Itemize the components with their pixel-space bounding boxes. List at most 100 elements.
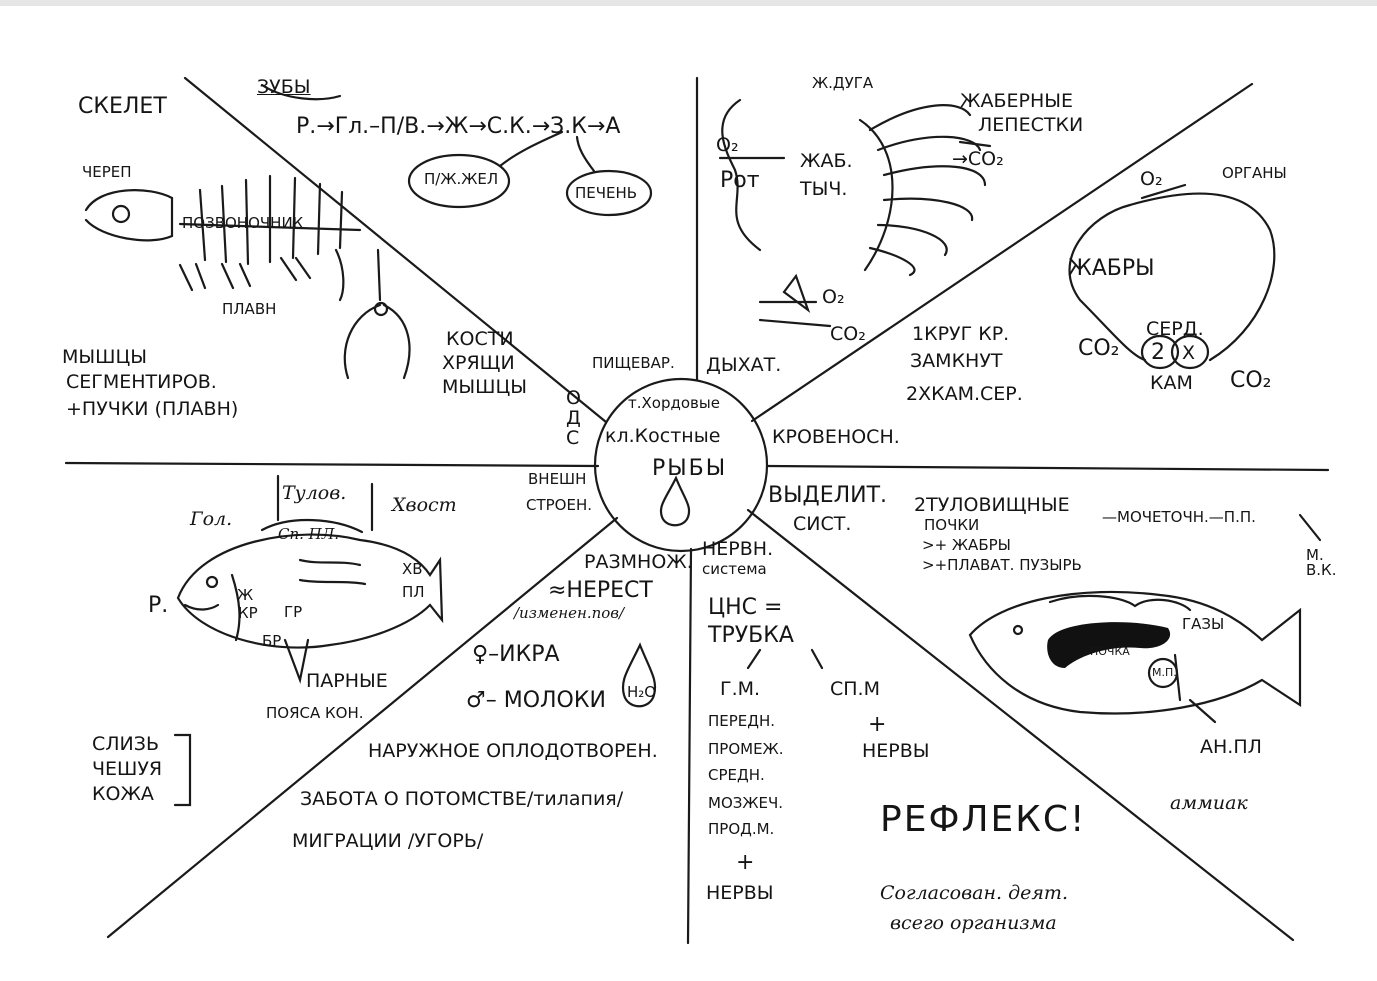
gas-arrows (758, 300, 832, 328)
label-external-2: СТРОЕН. (526, 496, 593, 514)
anal-fin-label: АН.ПЛ (1200, 736, 1262, 758)
gill-co2: →CO₂ (952, 148, 1004, 170)
label-reproduction: РАЗМНОЖ. (584, 551, 693, 573)
stomach-mark: Ж (237, 586, 254, 604)
ray-upper-right (750, 82, 1254, 423)
skeleton-ribs (198, 174, 344, 266)
label-breathing: ДЫХАТ. (706, 354, 782, 376)
tail-fin-mark: ХВ (402, 560, 423, 578)
skeleton-label: СКЕЛЕТ (78, 94, 167, 119)
skull-label: ЧЕРЕП (82, 163, 132, 181)
nerves-2: НЕРВЫ (862, 740, 930, 762)
water-label: H₂O (627, 683, 657, 701)
kr-mark: КР (238, 604, 258, 622)
kidneys-1: 2ТУЛОВИЩНЫЕ (914, 494, 1070, 516)
label-ods: О Д С (566, 387, 581, 449)
circ-o2: O₂ (1140, 168, 1163, 190)
scale-lines (298, 558, 367, 586)
center-circle (593, 377, 769, 553)
fertilization: НАРУЖНОЕ ОПЛОДОТВОРЕН. (368, 740, 658, 762)
mucus-label: СЛИЗЬ (92, 733, 159, 755)
skeleton-fins (178, 256, 312, 292)
bones-3: МЫШЦЫ (442, 376, 527, 398)
brain-part-3: СРЕДН. (708, 766, 765, 784)
gill-rakers-1: ЖАБ. (800, 150, 853, 172)
skeleton-eye (111, 204, 131, 224)
label-circulatory: КРОВЕНОСН. (772, 426, 900, 448)
fish-body (176, 533, 444, 649)
circ-right (1128, 192, 1276, 362)
nerves-plus-1: + (736, 850, 755, 875)
paired-fins: ПАРНЫЕ (306, 670, 388, 692)
coordination-2: всего организма (890, 912, 1057, 934)
gill-cover (230, 573, 241, 642)
spinal-label: СП.М (830, 678, 880, 700)
heart-chamber-1 (1140, 334, 1180, 370)
limb-girdles: ПОЯСА КОН. (266, 704, 364, 722)
skin-label: КОЖА (92, 783, 154, 805)
ray-lower-right (746, 508, 1295, 942)
dorsal-fin (260, 518, 364, 534)
center-phylum: т.Хордовые (628, 394, 720, 412)
label-spawning: ≈НЕРЕСТ (548, 578, 653, 603)
mouth-p-label: Р. (148, 593, 169, 618)
brain-part-1: ПЕРЕДН. (708, 712, 776, 730)
tail-label: Хвост (392, 494, 457, 516)
pancreas-label: П/Ж.ЖЕЛ (424, 170, 499, 188)
pelvic-fin (283, 638, 310, 684)
circ-co2-right: CO₂ (1230, 368, 1272, 393)
circ-left (1068, 203, 1147, 362)
circ-note-2: ЗАМКНУТ (910, 350, 1003, 372)
pl-mark: ПЛ (402, 583, 425, 601)
o2-line (1140, 183, 1187, 200)
pancreas-oval (407, 153, 511, 209)
jaw-drawing (343, 248, 411, 380)
small-droplet (782, 273, 811, 314)
center-class: кл.Костные (605, 425, 721, 447)
spine-label: ПОЗВОНОЧНИК (182, 214, 304, 232)
heart-x: Х (1182, 342, 1196, 364)
water-droplet (621, 642, 657, 708)
brain-part-2: ПРОМЕЖ. (708, 740, 784, 758)
liver-oval (565, 169, 653, 217)
nerves-1: НЕРВЫ (706, 882, 774, 904)
parental-care: ЗАБОТА О ПОТОМСТВЕ/тилапия/ (300, 788, 624, 810)
ammonia-label: аммиак (1170, 792, 1248, 814)
heart-chamber-2 (1170, 334, 1210, 370)
scales-label: ЧЕШУЯ (92, 758, 163, 780)
gas-o2: O₂ (822, 286, 845, 308)
mouth-outline (721, 98, 762, 252)
label-external-1: ВНЕШН (528, 470, 587, 488)
label-excretory-2: СИСТ. (793, 513, 852, 535)
trunk-label: Тулов. (282, 482, 347, 504)
cns-branches (746, 648, 824, 670)
pancreas-arrow (498, 130, 564, 168)
heart-label: СЕРД. (1146, 318, 1204, 340)
bones-1: КОСТИ (446, 328, 514, 350)
dorsal-label: Сп. ПЛ. (278, 525, 340, 543)
label-digestive: ПИЩЕВАР. (592, 354, 675, 372)
bladder-label: М. В.К. (1306, 546, 1337, 579)
droplet-icon (659, 475, 691, 527)
gill-petals-2: ЛЕПЕСТКИ (978, 114, 1084, 136)
liver-arrow (575, 135, 596, 173)
excr-gills: >+ ЖАБРЫ (922, 536, 1011, 554)
brain-part-4: МОЗЖЕЧ. (708, 794, 784, 812)
br-mark: БР (262, 632, 282, 650)
chamber-label: КАМ (1150, 372, 1193, 394)
skeleton-tail (334, 248, 345, 302)
cover-bracket (173, 733, 192, 807)
co2-out-arrow (958, 140, 992, 148)
urine-arrow (1298, 513, 1322, 542)
ray-lower-left (106, 516, 619, 939)
milt-label: ♂– МОЛОКИ (466, 688, 606, 713)
tube-label: ТРУБКА (708, 623, 794, 648)
bones-2: ХРЯЩИ (442, 352, 515, 374)
gill-arch (858, 118, 894, 272)
gills-label: ЖАБРЫ (1068, 256, 1155, 281)
muscles-1: МЫШЦЫ (62, 346, 147, 368)
kidney-shape (1047, 622, 1171, 668)
ray-right (765, 464, 1330, 472)
ray-bottom (686, 547, 693, 945)
